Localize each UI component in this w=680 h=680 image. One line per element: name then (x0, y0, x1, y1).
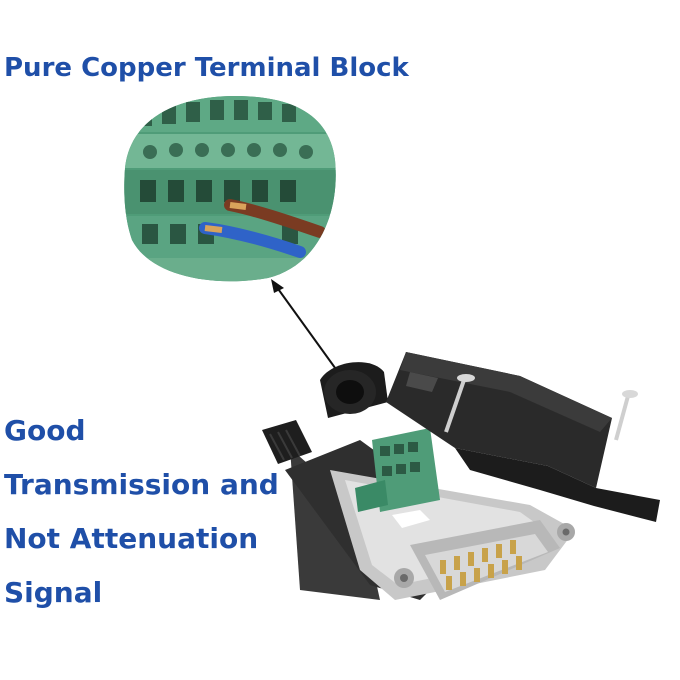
arrow-icon (271, 279, 339, 373)
connector-assembly (262, 352, 660, 600)
wire-icon (199, 199, 326, 258)
headline: Pure Copper Terminal Block (4, 53, 409, 83)
terminal-block-closeup (124, 96, 336, 282)
benefit-text: Good Transmission and Not Attenuation Si… (4, 408, 279, 624)
screw-icon (394, 523, 575, 588)
benefit-line-1: Good (4, 414, 86, 447)
screw-icon (444, 374, 638, 441)
benefit-line-2: Transmission and (4, 468, 279, 501)
benefit-line-4: Signal (4, 576, 103, 609)
benefit-line-3: Not Attenuation (4, 522, 259, 555)
